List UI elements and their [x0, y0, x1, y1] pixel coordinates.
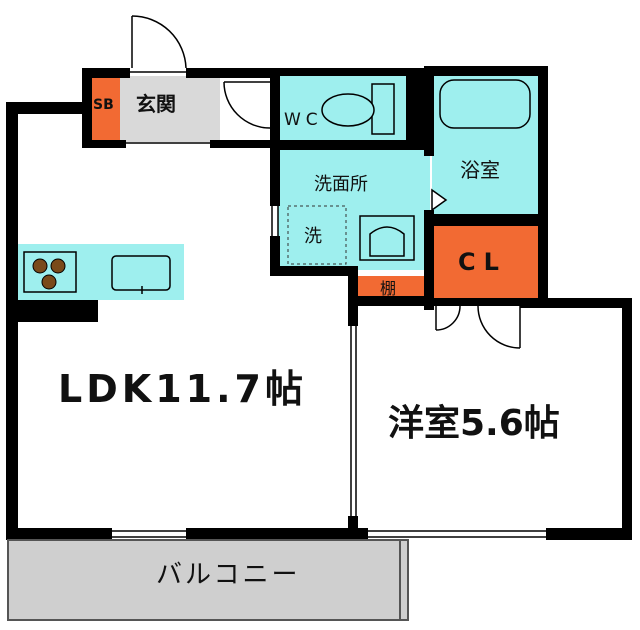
bath-label: 浴室 [460, 158, 500, 182]
washer-label: 洗 [304, 226, 322, 247]
wc-label: WC [284, 110, 323, 130]
shelf-label: 棚 [380, 279, 397, 298]
sb-label: SB [93, 97, 114, 113]
closet-room [432, 226, 540, 300]
western-room-label: 洋室5.6帖 [388, 403, 560, 444]
bathtub-icon [439, 79, 531, 129]
stove-icon [23, 251, 77, 293]
openings [112, 71, 546, 538]
closet-label: CL [458, 248, 507, 276]
washbasin-icon [359, 215, 415, 261]
walls [6, 66, 632, 540]
balcony-outline [7, 539, 409, 621]
balcony-label: バルコニー [156, 560, 301, 590]
sink-icon [111, 255, 171, 291]
ldk-label: LDK11.7帖 [58, 367, 307, 411]
shoe-box [88, 76, 120, 142]
entrance-label: 玄関 [136, 92, 176, 116]
washer-space [287, 205, 347, 265]
balcony-area [8, 540, 408, 620]
door-swings [131, 15, 521, 349]
entrance-floor [120, 76, 220, 142]
toilet-icon [321, 83, 395, 135]
washroom-label: 洗面所 [314, 174, 368, 195]
